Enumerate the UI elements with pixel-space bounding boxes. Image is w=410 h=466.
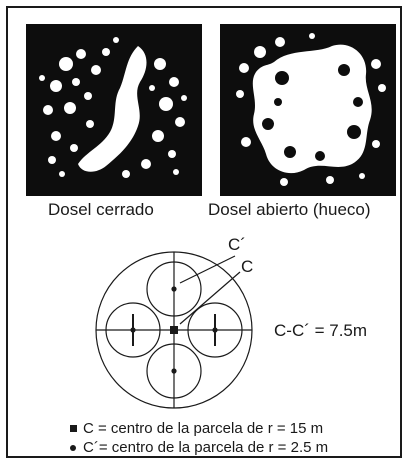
closed-canopy-caption: Dosel cerrado bbox=[48, 200, 154, 219]
subplot-center-south bbox=[171, 368, 177, 374]
legend-item-subplot-center: C´= centro de la parcela de r = 2.5 m bbox=[70, 439, 328, 456]
open-canopy-caption: Dosel abierto (hueco) bbox=[208, 200, 371, 219]
main-plot-center-square bbox=[170, 326, 178, 334]
square-marker-icon bbox=[70, 425, 77, 432]
leader-line-c-prime bbox=[179, 255, 236, 284]
leader-line-c bbox=[179, 271, 241, 325]
subplot-center-north bbox=[171, 286, 177, 292]
legend-item-main-center: C = centro de la parcela de r = 15 m bbox=[70, 420, 323, 437]
label-c-prime: C´ bbox=[228, 235, 246, 254]
closed-canopy-photo bbox=[26, 24, 202, 196]
label-c: C bbox=[241, 257, 253, 276]
legend-text-main-center: C = centro de la parcela de r = 15 m bbox=[83, 420, 324, 437]
subplot-center-west bbox=[130, 327, 136, 333]
dot-marker-icon bbox=[70, 444, 76, 451]
label-distance: C-C´ = 7.5m bbox=[274, 321, 367, 340]
legend-text-subplot-center: C´= centro de la parcela de r = 2.5 m bbox=[83, 439, 329, 456]
subplot-center-east bbox=[212, 327, 218, 333]
open-canopy-photo bbox=[220, 24, 396, 196]
